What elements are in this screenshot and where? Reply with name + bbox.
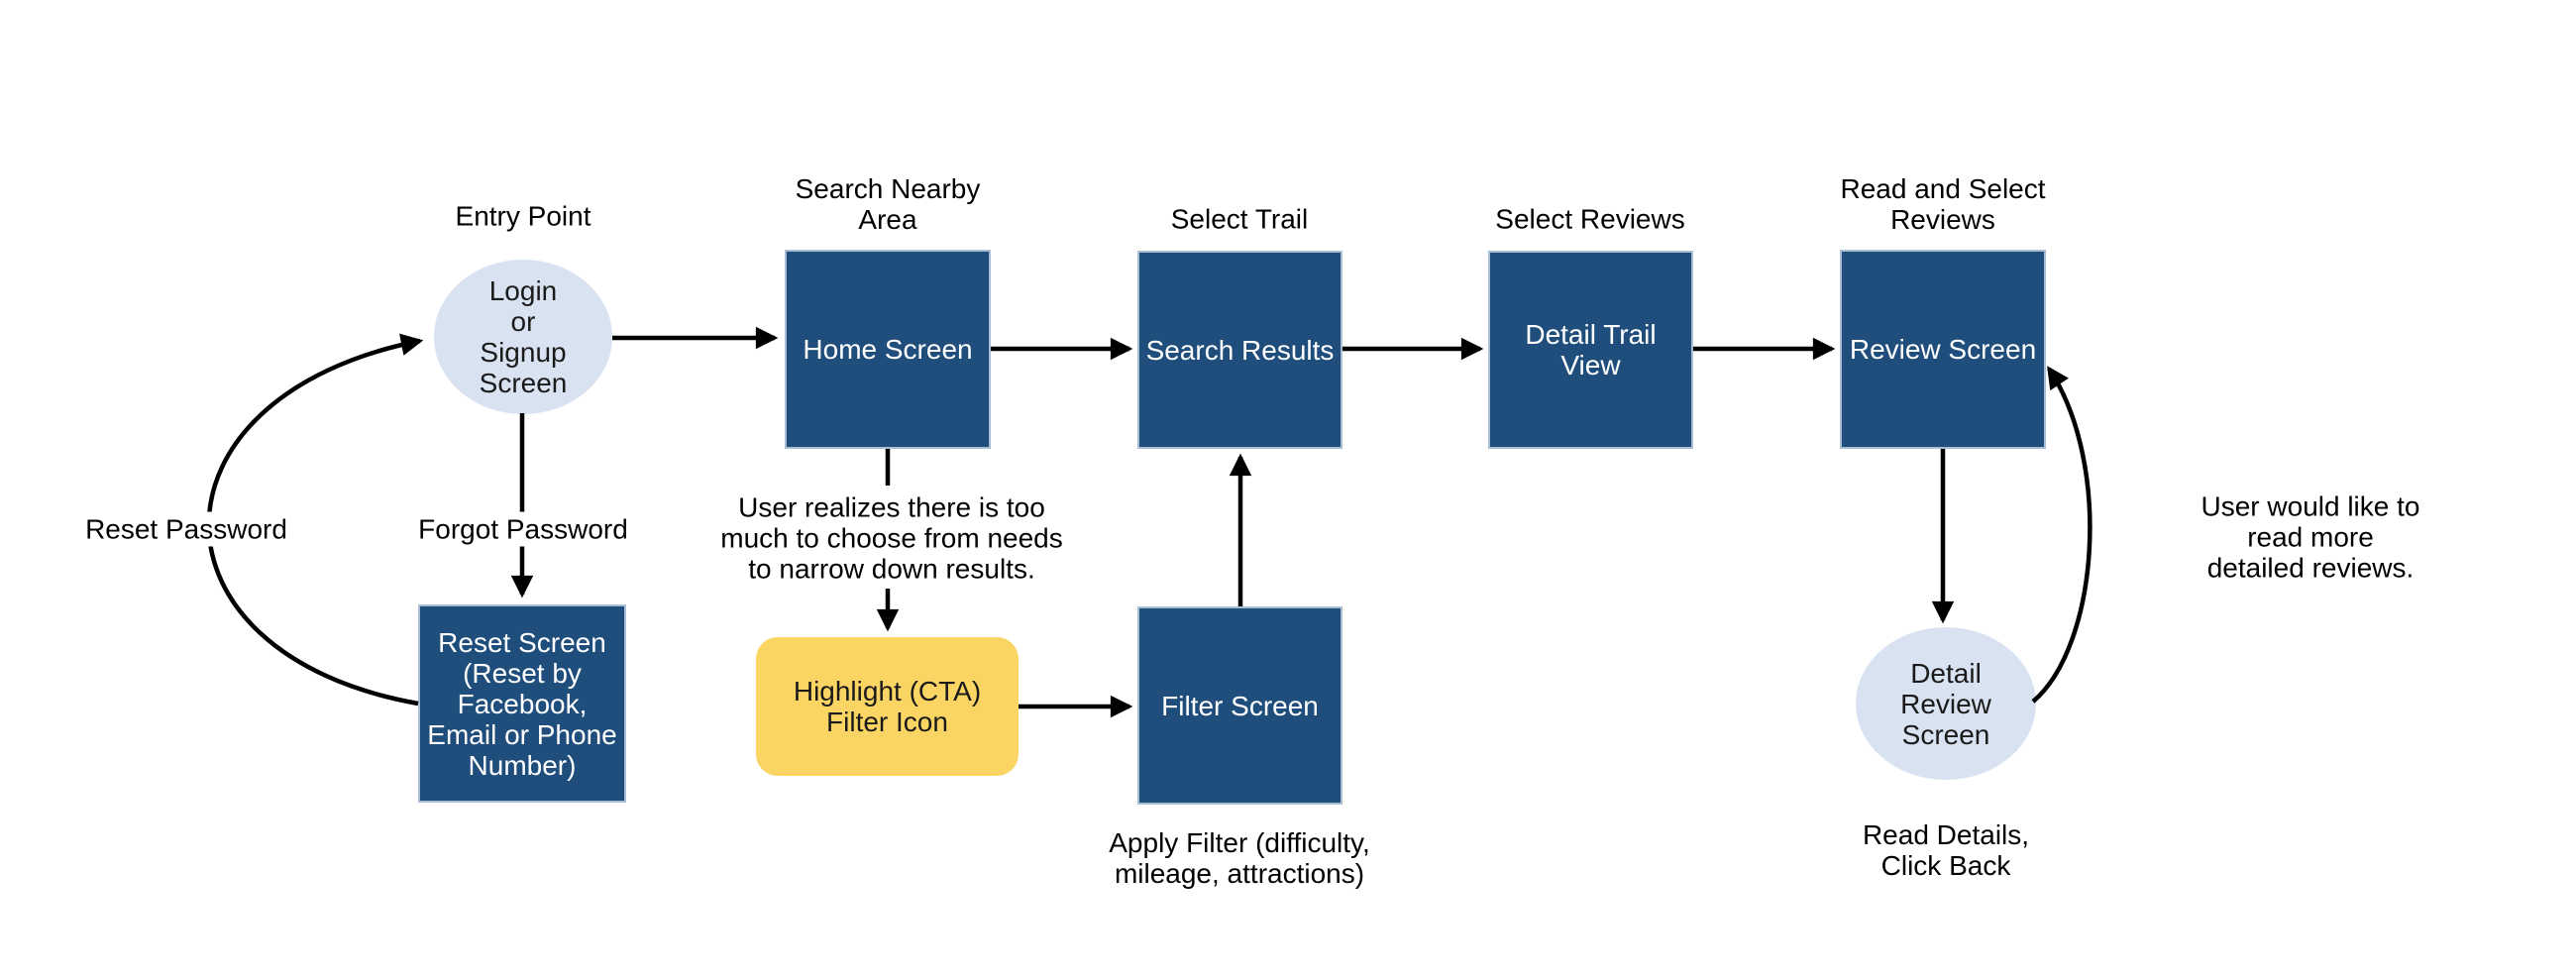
node-detail-review-screen: Detail Review Screen xyxy=(1856,627,2036,780)
label-reset-password: Reset Password xyxy=(77,511,295,547)
label-forgot-password: Forgot Password xyxy=(410,511,636,547)
node-review-screen: Review Screen xyxy=(1840,250,2046,449)
node-home-screen: Home Screen xyxy=(785,250,991,449)
label-read-more-reviews: User would like to read more detailed re… xyxy=(2200,490,2420,584)
label-select-trail: Select Trail xyxy=(1170,203,1309,235)
label-read-and-select-reviews: Read and Select Reviews xyxy=(1840,173,2046,235)
node-login-signup-screen: Login or Signup Screen xyxy=(434,260,612,414)
node-search-results: Search Results xyxy=(1137,251,1342,449)
node-detail-trail-view: Detail Trail View xyxy=(1488,251,1693,449)
label-search-nearby-area: Search Nearby Area xyxy=(795,173,981,235)
label-too-much-to-choose: User realizes there is too much to choos… xyxy=(720,491,1063,585)
arrow-detail-review-to-review xyxy=(2031,366,2093,704)
node-reset-screen: Reset Screen (Reset by Facebook, Email o… xyxy=(418,604,626,803)
node-highlight-cta-filter-icon: Highlight (CTA) Filter Icon xyxy=(756,637,1019,776)
label-apply-filter: Apply Filter (difficulty, mileage, attra… xyxy=(1109,827,1370,889)
label-entry-point: Entry Point xyxy=(455,200,591,232)
label-read-details-click-back: Read Details, Click Back xyxy=(1862,819,2030,881)
label-select-reviews: Select Reviews xyxy=(1495,203,1685,235)
node-filter-screen: Filter Screen xyxy=(1137,606,1342,805)
